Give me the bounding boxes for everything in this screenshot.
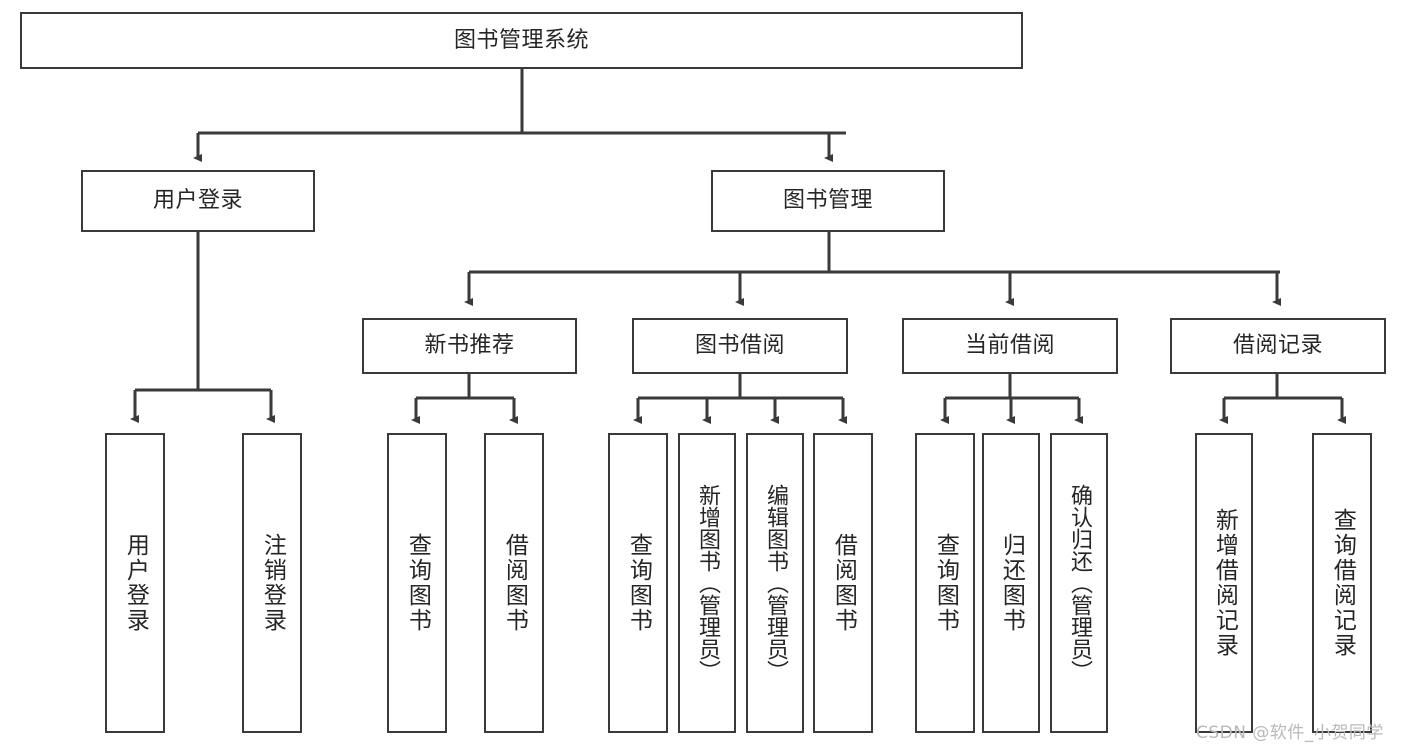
leaf-borrow-edit-book[interactable]: 编辑图书（管理员） (746, 433, 804, 733)
node-borrow-record[interactable]: 借阅记录 (1170, 318, 1386, 374)
node-book-management-label: 图书管理 (782, 188, 873, 214)
leaf-borrow-query-book[interactable]: 查询图书 (608, 433, 668, 733)
leaf-borrow-add-book-label: 新增图书（管理员） (695, 484, 720, 682)
leaf-recommend-borrow-book[interactable]: 借阅图书 (484, 433, 544, 733)
node-root[interactable]: 图书管理系统 (20, 12, 1023, 69)
leaf-record-query-record[interactable]: 查询借阅记录 (1312, 433, 1372, 733)
node-current-borrow-label: 当前借阅 (964, 333, 1055, 359)
leaf-borrow-borrow-book-label: 借阅图书 (830, 533, 857, 633)
leaf-record-query-record-label: 查询借阅记录 (1329, 508, 1356, 658)
leaf-current-confirm-return[interactable]: 确认归还（管理员） (1050, 433, 1108, 733)
leaf-record-add-record-label: 新增借阅记录 (1211, 508, 1238, 658)
leaf-current-query-book-label: 查询图书 (932, 533, 959, 633)
csdn-watermark: CSDN @软件_小贺同学 (1196, 723, 1384, 743)
node-user-login[interactable]: 用户登录 (81, 170, 315, 232)
leaf-record-add-record[interactable]: 新增借阅记录 (1195, 433, 1253, 733)
leaf-user-login-login-label: 用户登录 (122, 533, 149, 633)
node-current-borrow[interactable]: 当前借阅 (902, 318, 1118, 374)
node-borrow-record-label: 借阅记录 (1232, 333, 1323, 359)
node-new-book-recommend[interactable]: 新书推荐 (362, 318, 577, 374)
leaf-current-return-book-label: 归还图书 (998, 533, 1025, 633)
leaf-current-return-book[interactable]: 归还图书 (982, 433, 1040, 733)
node-root-label: 图书管理系统 (453, 27, 589, 53)
node-book-borrow[interactable]: 图书借阅 (632, 318, 848, 374)
leaf-borrow-query-book-label: 查询图书 (625, 533, 652, 633)
leaf-recommend-query-book[interactable]: 查询图书 (387, 433, 447, 733)
leaf-user-login-logout-label: 注销登录 (259, 533, 286, 633)
leaf-borrow-add-book[interactable]: 新增图书（管理员） (678, 433, 736, 733)
node-new-book-recommend-label: 新书推荐 (424, 333, 515, 359)
leaf-user-login-login[interactable]: 用户登录 (105, 433, 165, 733)
leaf-recommend-borrow-book-label: 借阅图书 (501, 533, 528, 633)
leaf-current-query-book[interactable]: 查询图书 (915, 433, 975, 733)
leaf-recommend-query-book-label: 查询图书 (404, 533, 431, 633)
node-book-borrow-label: 图书借阅 (694, 333, 785, 359)
leaf-borrow-borrow-book[interactable]: 借阅图书 (813, 433, 873, 733)
leaf-user-login-logout[interactable]: 注销登录 (242, 433, 302, 733)
leaf-borrow-edit-book-label: 编辑图书（管理员） (763, 484, 788, 682)
node-user-login-label: 用户登录 (152, 188, 243, 214)
node-book-management[interactable]: 图书管理 (711, 170, 945, 232)
leaf-current-confirm-return-label: 确认归还（管理员） (1067, 484, 1092, 682)
